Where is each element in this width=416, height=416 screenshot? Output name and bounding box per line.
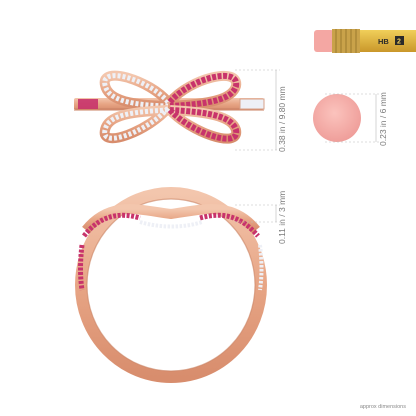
pink-row-right-top [167,72,240,109]
pink-row-side-left [82,212,141,238]
ring-top-height-label: 0.38 in / 9.80 mm [277,86,287,152]
pencil-grade: HB [378,37,389,46]
eraser-reference: 0.23 in / 6 mm [313,92,388,146]
ring-band-side [75,187,267,383]
diamond-row-left-top [102,73,170,109]
diamond-stones-right-end [239,98,265,110]
band-dimension: 0.11 in / 3 mm [235,191,287,244]
pencil-number: 2 [397,39,401,46]
pink-row-right-bottom [167,107,240,142]
ring-side-top-loops [82,204,260,234]
ring-top-dimension: 0.38 in / 9.80 mm [235,69,287,152]
ring-top-view [74,70,265,144]
pencil: HB 2 [314,29,416,53]
pink-stones-left-end [78,99,98,109]
pink-row-side-down-left [78,244,85,291]
band-width-label: 0.11 in / 3 mm [277,191,287,244]
pencil-body [360,30,416,52]
diamond-row-side-down-right [258,244,264,291]
diamond-row-left-bottom [102,106,170,141]
pink-row-side-right [199,212,260,238]
approx-dimensions-note: approx dimensions [359,404,406,410]
pencil-eraser-tip [314,30,334,52]
eraser-diameter-label: 0.23 in / 6 mm [378,92,388,146]
eraser-circle [313,94,361,142]
diamond-row-side [139,220,203,229]
ring-side-view [75,187,267,383]
